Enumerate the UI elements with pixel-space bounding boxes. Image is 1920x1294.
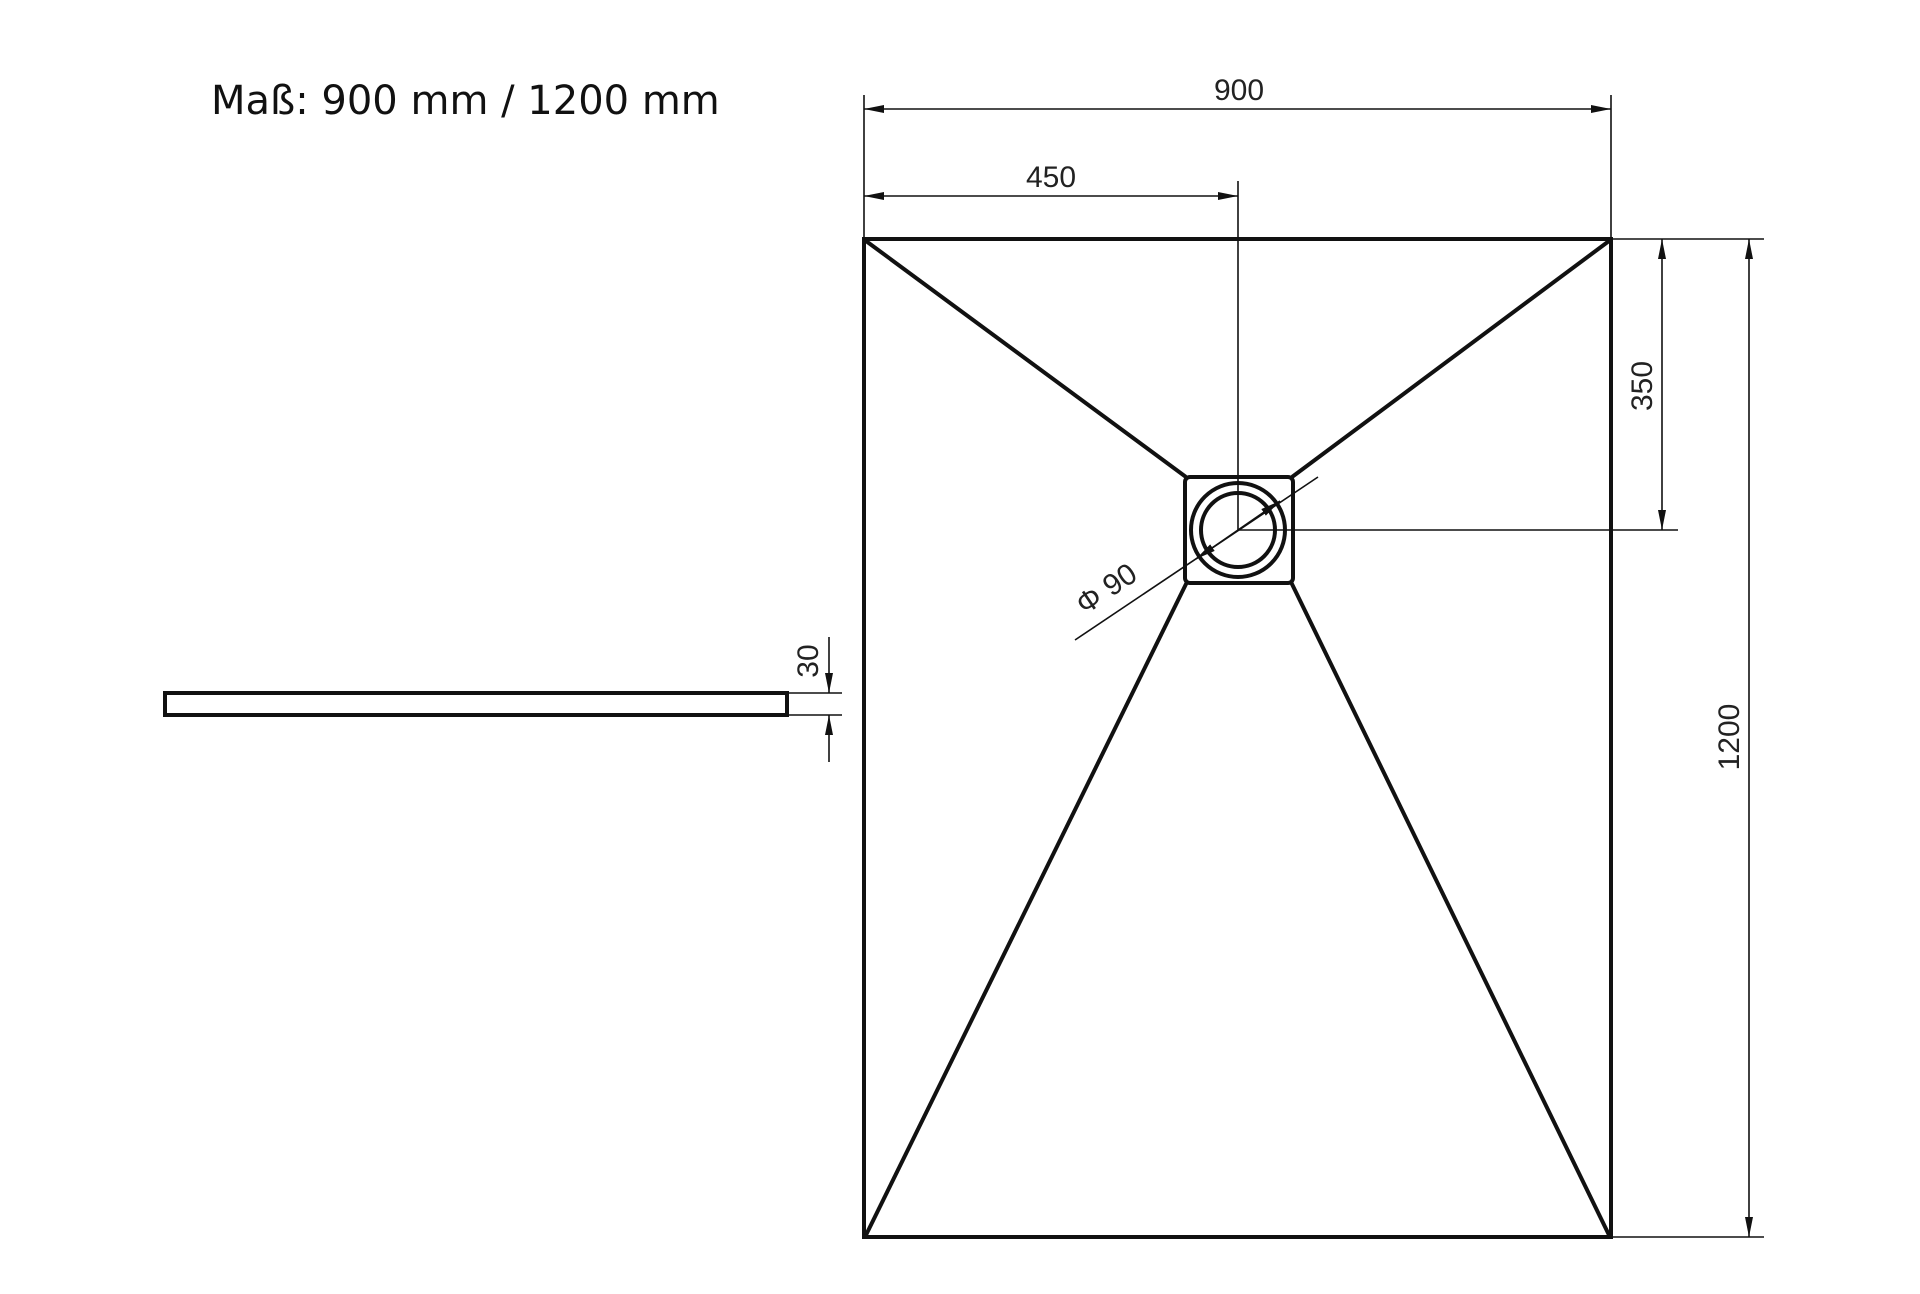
slope-line — [1289, 581, 1611, 1236]
width-label: 900 — [1214, 74, 1264, 107]
half-width-label: 450 — [1026, 161, 1076, 194]
title: Maß: 900 mm / 1200 mm — [211, 78, 720, 124]
thickness-label: 30 — [792, 644, 825, 677]
tray-side-view: 30 — [163, 637, 842, 762]
dimension-drain-diameter: Φ 90 — [1070, 476, 1319, 641]
slope-line — [864, 581, 1189, 1236]
slope-line — [1290, 239, 1611, 479]
dimension-width: 900 — [863, 74, 1612, 239]
side-profile — [163, 691, 789, 717]
dimension-length: 1200 — [1611, 239, 1764, 1238]
drain-diameter-label: Φ 90 — [1070, 557, 1143, 621]
length-label: 1200 — [1713, 704, 1746, 771]
dimension-drain-offset: 350 — [1238, 238, 1764, 531]
slope-line — [864, 239, 1188, 479]
dimension-half-width: 450 — [864, 161, 1239, 530]
drain-offset-label: 350 — [1626, 361, 1659, 411]
